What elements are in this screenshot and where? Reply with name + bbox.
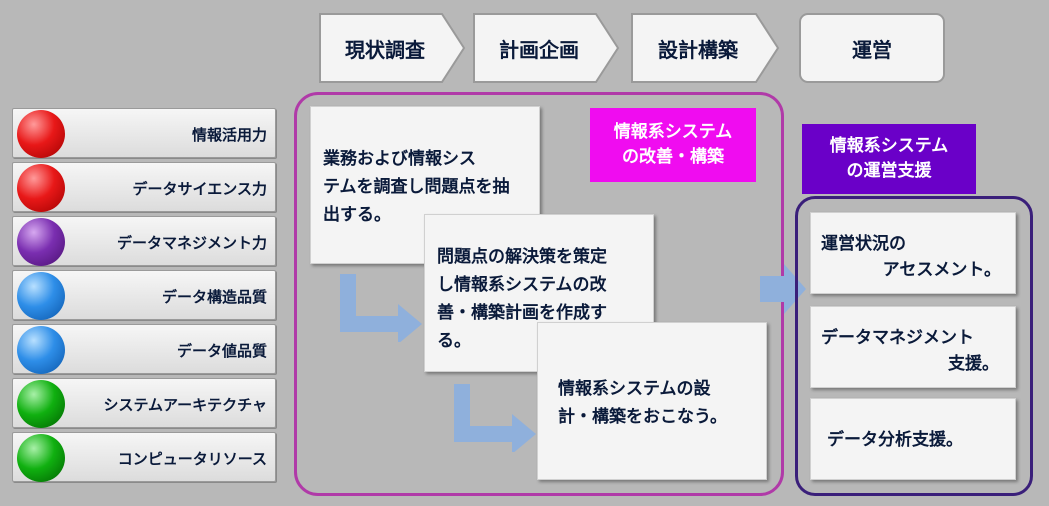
operation-card-assessment: 運営状況の アセスメント。 — [810, 212, 1016, 294]
step-line: テムを調査し問題点を抽 — [323, 177, 510, 197]
chevron-shape — [319, 13, 466, 83]
skill-ball-icon — [17, 272, 65, 320]
phase-label: 計画企画 — [499, 37, 579, 62]
skill-item: データ値品質 — [12, 324, 276, 374]
step-card-build: 情報系システムの設 計・構築をおこなう。 — [537, 322, 767, 480]
skill-label: データ値品質 — [176, 341, 267, 360]
skill-item: コンピュータリソース — [12, 432, 276, 482]
phase-chevron-design: 設計構築 — [630, 12, 780, 84]
step-line: 問題点の解決策を策定 — [437, 247, 607, 267]
skill-ball-icon — [17, 434, 65, 482]
operation-frame — [795, 196, 1033, 496]
phase-label: 運営 — [852, 37, 892, 62]
step-line: 出する。 — [323, 205, 391, 225]
operation-card-data-management: データマネジメント 支援。 — [810, 306, 1016, 388]
skill-label: コンピュータリソース — [117, 449, 267, 468]
skill-label: データマネジメント力 — [116, 233, 267, 252]
step-line: し情報系システムの改 — [437, 275, 607, 295]
step-line: 計・構築をおこなう。 — [558, 407, 727, 427]
elbow-arrow-icon — [454, 384, 536, 452]
badge-line: の改善・構築 — [622, 147, 724, 167]
skill-ball-icon — [17, 110, 65, 158]
skill-ball-icon — [17, 164, 65, 212]
skill-label: データサイエンス力 — [132, 179, 267, 198]
badge-line: の運営支援 — [846, 161, 932, 181]
step-line: る。 — [437, 331, 471, 351]
skill-item: データマネジメント力 — [12, 216, 276, 266]
rounded-box-shape — [799, 13, 945, 83]
operation-line: 運営状況の — [821, 234, 906, 254]
step-line: 情報系システムの設 — [558, 379, 711, 399]
operation-line: 支援。 — [948, 354, 999, 374]
phase-label: 現状調査 — [345, 37, 425, 62]
skill-ball-icon — [17, 326, 65, 374]
skill-item: システムアーキテクチャ — [12, 378, 276, 428]
skill-label: 情報活用力 — [191, 125, 267, 144]
right-arrow-icon — [760, 264, 806, 314]
chevron-shape — [473, 13, 620, 83]
elbow-arrow-icon — [340, 274, 422, 342]
operation-line: データマネジメント — [821, 328, 974, 348]
skill-label: システムアーキテクチャ — [103, 395, 267, 414]
operation-line: アセスメント。 — [882, 260, 1001, 280]
phase-chevron-planning: 計画企画 — [472, 12, 620, 84]
step-line: 業務および情報シス — [323, 149, 476, 169]
skill-item: データ構造品質 — [12, 270, 276, 320]
skill-item: データサイエンス力 — [12, 162, 276, 212]
phase-chevron-survey: 現状調査 — [318, 12, 466, 84]
phase-box-operation: 運営 — [798, 12, 946, 84]
phase-label: 設計構築 — [658, 37, 738, 62]
badge-line: 情報系システム — [613, 122, 733, 142]
skill-ball-icon — [17, 380, 65, 428]
step-line: 善・構築計画を作成す — [437, 303, 607, 323]
skill-label: データ構造品質 — [161, 287, 267, 306]
chevron-shape — [631, 13, 780, 83]
operation-badge: 情報系システム の運営支援 — [802, 124, 976, 194]
improvement-badge: 情報系システム の改善・構築 — [590, 108, 756, 182]
skill-ball-icon — [17, 218, 65, 266]
skill-item: 情報活用力 — [12, 108, 276, 158]
operation-card-data-analysis: データ分析支援。 — [810, 398, 1016, 480]
badge-line: 情報系システム — [829, 136, 949, 156]
operation-line: データ分析支援。 — [827, 430, 963, 450]
